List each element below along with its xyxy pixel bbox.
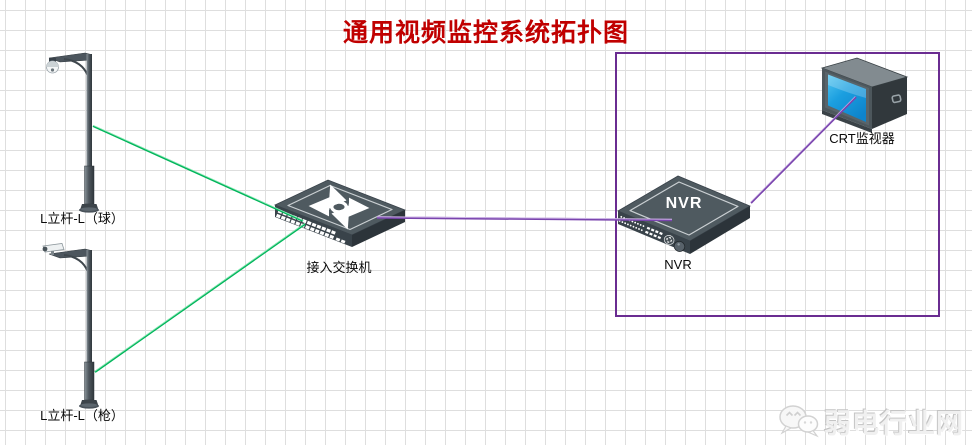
wechat-logo-icon	[779, 404, 819, 437]
nvr-dpad	[663, 235, 675, 245]
nvr-top-text: NVR	[666, 195, 703, 212]
crt-side-button	[891, 94, 902, 104]
bullet-camera-pole-icon	[42, 243, 99, 409]
watermark: 弱电行业网	[778, 402, 964, 441]
switch-icon	[273, 179, 407, 247]
label-nvr: NVR	[664, 257, 692, 272]
nvr-icon: NVR	[617, 175, 751, 254]
label-crt: CRT监视器	[829, 131, 895, 146]
nvr-device: NVR	[614, 172, 754, 258]
crt-monitor	[820, 54, 912, 136]
nvr-front-panel	[618, 215, 686, 252]
page-title: 通用视频监控系统拓扑图	[342, 20, 629, 47]
label-pole-ball: L立杆-L（球）	[40, 211, 124, 226]
label-pole-bullet: L立杆-L（枪）	[40, 408, 124, 423]
nvr-jog-dial	[673, 240, 686, 252]
crt-monitor-icon	[820, 57, 909, 133]
video-group-box	[615, 52, 940, 317]
pole-ball-camera	[36, 46, 136, 216]
dome-camera-pole-icon	[46, 52, 99, 213]
pole-bullet-camera	[36, 242, 136, 412]
access-switch	[270, 176, 410, 250]
watermark-text: 弱电行业网	[824, 409, 964, 439]
label-switch: 接入交换机	[306, 260, 372, 275]
switch-arrows-glyph	[308, 184, 370, 230]
